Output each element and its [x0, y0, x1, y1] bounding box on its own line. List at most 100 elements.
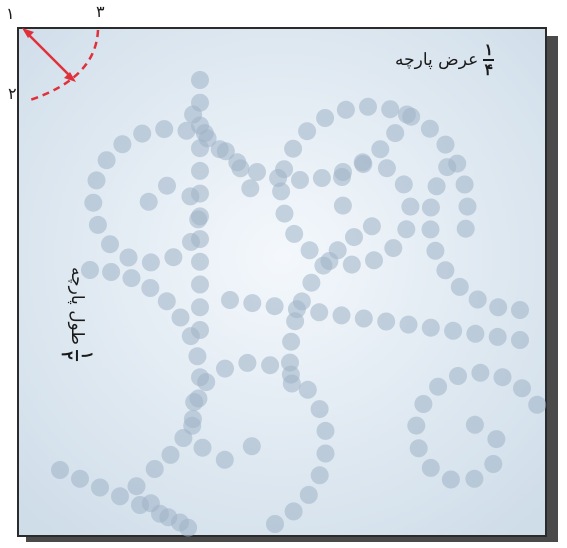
fabric-dot	[513, 379, 531, 398]
fabric-dot	[487, 430, 506, 449]
fabric-dot	[51, 461, 69, 479]
fabric-dot	[444, 321, 463, 340]
fabric-dot	[399, 315, 418, 334]
fabric-dot	[210, 140, 229, 159]
fabric-dot	[332, 306, 351, 325]
fabric-dot	[228, 153, 247, 172]
width-caption: عرض پارچه	[395, 50, 479, 70]
fabric-dot	[84, 193, 103, 212]
fabric-dot	[131, 496, 149, 514]
fold-arrowhead-start	[22, 28, 34, 38]
fabric-dot	[421, 198, 440, 217]
fabric-dot	[282, 332, 301, 351]
fabric-dot	[312, 169, 331, 187]
length-caption: طول پارچه	[66, 267, 87, 345]
fabric-dot-pattern	[51, 71, 547, 537]
fabric-dot	[171, 308, 190, 327]
fabric-dot	[284, 502, 303, 521]
fabric-dot	[191, 368, 209, 387]
fabric-dot	[193, 438, 212, 457]
fabric-dot	[421, 318, 440, 337]
fabric-dot	[221, 291, 239, 309]
fabric-dot	[97, 151, 116, 170]
fabric-dot	[155, 120, 174, 139]
fabric-dot	[302, 273, 321, 292]
fabric-dot	[362, 217, 381, 236]
fabric-dot	[177, 121, 196, 140]
fabric-dot	[511, 301, 529, 319]
fabric-dot	[285, 224, 304, 243]
fabric-dot	[298, 380, 317, 399]
fabric-dot	[455, 175, 474, 194]
fabric-dot	[334, 163, 352, 181]
fabric-dot	[191, 321, 209, 339]
fabric-dot	[426, 241, 445, 260]
fabric-dot	[158, 176, 176, 195]
fabric-dot	[238, 353, 257, 372]
fabric-dot	[122, 269, 141, 288]
fold-arc	[29, 29, 100, 102]
fabric-dot	[298, 122, 317, 141]
fabric-dot	[299, 485, 318, 504]
width-fraction-numerator: ۱	[484, 40, 494, 59]
fabric-dot	[281, 353, 299, 372]
fabric-dot	[316, 421, 335, 440]
fabric-dot	[441, 470, 460, 489]
fabric-dot	[191, 230, 209, 249]
length-fraction-denominator: ۲	[57, 351, 77, 360]
fabric-dot	[489, 298, 508, 317]
fabric-dot	[248, 163, 266, 181]
fabric-width-label: ۱ ۴ عرض پارچه	[395, 40, 495, 78]
fabric-dot	[342, 255, 361, 274]
fabric-dot	[101, 235, 119, 254]
fabric-dot	[438, 158, 457, 177]
fabric-dot	[421, 220, 440, 239]
fabric-dot	[316, 444, 335, 463]
fabric-dot	[216, 359, 234, 378]
fabric-dot	[436, 261, 455, 280]
fabric-dot	[414, 395, 433, 413]
fabric-dot	[377, 159, 396, 178]
fabric-dot	[141, 253, 160, 272]
fabric-dot	[191, 184, 209, 203]
point-label-2: ۲	[8, 84, 17, 103]
fabric-dot	[191, 207, 209, 226]
fabric-dot	[365, 251, 383, 270]
fabric-dot	[465, 469, 484, 488]
fold-marks	[22, 28, 100, 102]
fabric-dot	[310, 400, 329, 419]
fabric-dot	[265, 297, 284, 316]
fabric-dot	[429, 377, 448, 396]
fabric-dot	[316, 109, 335, 127]
fabric-dot	[215, 450, 234, 469]
fabric-dot	[91, 478, 109, 497]
fabric-dot	[420, 119, 439, 138]
fabric-dot	[261, 356, 280, 375]
fabric-dot	[465, 415, 484, 434]
fabric-dot	[397, 220, 416, 239]
fold-arrowhead-end	[64, 72, 76, 82]
fabric-dot	[394, 175, 413, 194]
fabric-dot	[151, 504, 169, 523]
fabric-dot	[141, 279, 160, 297]
fabric-dot	[102, 263, 121, 281]
fabric-dot	[133, 124, 152, 143]
fabric-dot	[310, 303, 329, 322]
fabric-dot	[466, 324, 485, 343]
fabric-dot	[511, 331, 529, 349]
fabric-dot	[468, 290, 487, 309]
fabric-dot	[484, 455, 503, 473]
fabric-dot	[191, 71, 209, 89]
fabric-dot	[71, 469, 89, 488]
fabric-dot	[291, 171, 309, 189]
fabric-dot	[157, 292, 176, 311]
fabric-dot	[314, 256, 333, 275]
fabric-dot	[241, 179, 260, 198]
fabric-dot	[354, 309, 373, 328]
fabric-dot	[353, 153, 372, 172]
fold-arrow-line	[25, 31, 73, 79]
fabric-dot	[191, 275, 209, 294]
fabric-dot	[191, 139, 209, 158]
fabric-dot	[87, 171, 106, 190]
